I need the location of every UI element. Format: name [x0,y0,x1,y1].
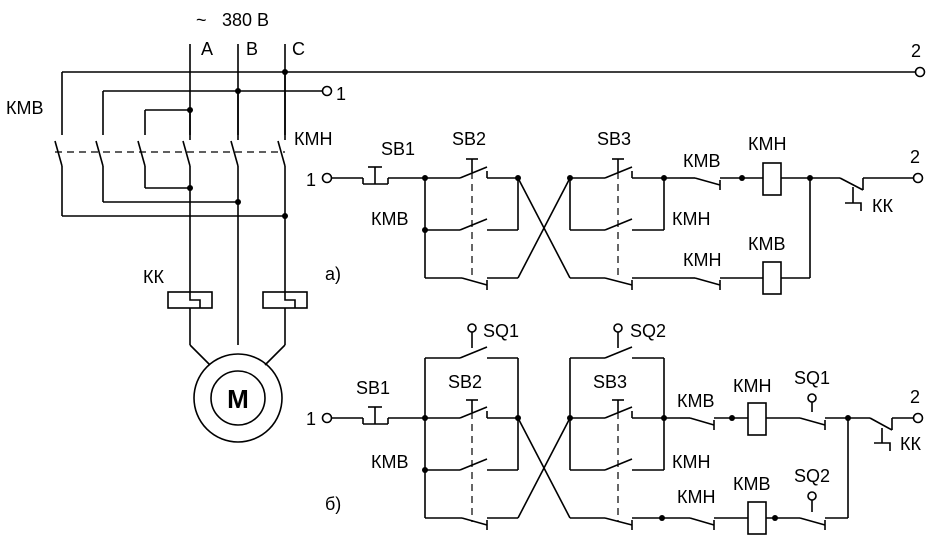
kk-power-label: КК [143,267,164,287]
svg-text:SB2: SB2 [448,372,482,392]
kk-thermal-b [874,428,891,451]
terminal-1-label: 1 [336,84,346,104]
phase-a-label: A [201,39,213,59]
ac-symbol: ~ [196,10,207,30]
svg-text:2: 2 [910,147,920,167]
svg-text:SB3: SB3 [597,129,631,149]
svg-text:КМВ: КМВ [677,391,715,411]
motor-label: М [227,384,249,414]
thermal-relay-element [262,291,308,309]
svg-text:SQ1: SQ1 [794,368,830,388]
svg-text:КМН: КМН [672,209,710,229]
sb2-contact-a [459,166,488,179]
svg-text:SQ2: SQ2 [794,466,830,486]
terminal-1-power [321,85,333,97]
phase-c-label: C [292,39,305,59]
control-circuit-a: 1 SB1 SB2 КМВ [306,129,924,295]
thermal-relay-element [167,291,213,309]
svg-text:КМВ: КМВ [733,474,771,494]
coil-kmv-a [762,261,782,295]
terminal-1-b [321,412,333,424]
supply-voltage: 380 В [222,10,269,30]
motor: М [193,353,283,443]
svg-text:2: 2 [910,387,920,407]
terminal-1-a [321,172,333,184]
svg-text:КМВ: КМВ [748,234,786,254]
svg-text:КМН: КМН [677,487,715,507]
svg-text:1: 1 [306,409,316,429]
terminal-2-power [914,66,926,78]
svg-text:КМВ: КМВ [371,209,409,229]
control-circuit-b: 1 SB1 SQ1 SB2 КМВ [306,321,924,535]
svg-text:SB1: SB1 [356,378,390,398]
kk-thermal-a [845,187,862,211]
svg-text:SB2: SB2 [452,129,486,149]
svg-text:1: 1 [306,170,316,190]
sb1-button-a [362,166,389,185]
kmv-power-label: КМВ [6,98,44,118]
svg-text:SQ1: SQ1 [483,321,519,341]
svg-text:КМВ: КМВ [371,452,409,472]
svg-text:SQ2: SQ2 [630,321,666,341]
sb1-button-b [362,406,389,425]
power-circuit: ~ 380 В A B C 2 1 КМВ [6,10,926,443]
svg-text:КК: КК [900,434,921,454]
contactor-contacts [54,72,286,216]
kmn-power-label: КМН [294,129,332,149]
coil-kmh-b [747,402,767,436]
phase-b-label: B [246,39,258,59]
caption-b: б) [325,494,341,514]
coil-kmh-a [762,162,782,196]
coil-kmv-b [747,501,767,535]
svg-text:SB1: SB1 [381,139,415,159]
svg-text:КМН: КМН [672,452,710,472]
svg-text:КМН: КМН [748,134,786,154]
terminal-2-b [912,412,924,424]
terminal-2-a [912,172,924,184]
caption-a: а) [325,264,341,284]
svg-text:SB3: SB3 [593,372,627,392]
svg-text:КМВ: КМВ [683,151,721,171]
svg-text:КМН: КМН [733,376,771,396]
svg-text:КМН: КМН [683,250,721,270]
svg-text:КК: КК [872,196,893,216]
terminal-2-label: 2 [911,41,921,61]
